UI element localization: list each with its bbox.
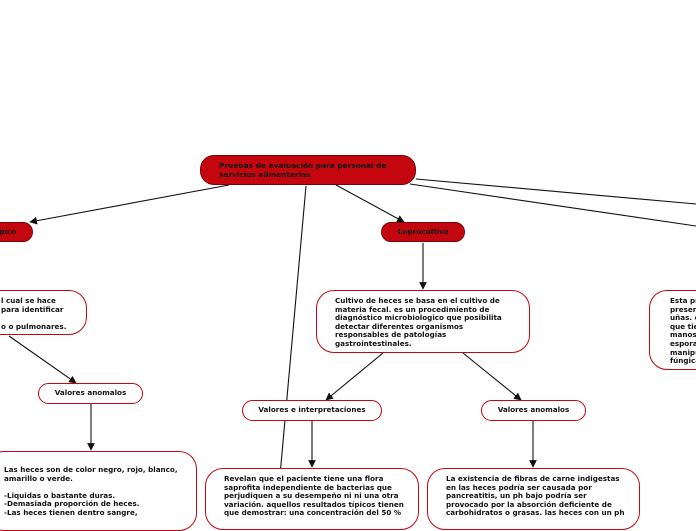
connector-root-to-bottom-long [275, 185, 307, 520]
connector-root-to-right-second [409, 183, 696, 227]
connector-root-to-coprocultivo [335, 184, 405, 223]
mid-bottom-detail-node[interactable]: Revelan que el paciente tiene una flora … [205, 468, 419, 530]
root-topic-node[interactable]: Pruebas de evaluación para personal de s… [200, 155, 416, 185]
left-branch-node[interactable]: pico [0, 222, 33, 242]
connector-desc-to-valores-anomalos [462, 352, 522, 401]
connector-root-to-right-top [415, 178, 696, 205]
right-bottom-detail-node[interactable]: La existencia de fibras de carne indiges… [427, 468, 640, 530]
left-description-node[interactable]: l cual se hace para identificar o o pulm… [0, 290, 87, 335]
valores-anomalos-left-node[interactable]: Valores anomalos [38, 383, 143, 404]
connector-layer [8, 178, 696, 520]
right-description-node[interactable]: Esta pr presenc uñas. e que tie manos es… [649, 290, 696, 370]
left-bottom-detail-node[interactable]: Las heces son de color negro, rojo, blan… [0, 451, 197, 531]
connector-desc-to-valores-interpretaciones [325, 352, 384, 401]
valores-interpretaciones-node[interactable]: Valores e interpretaciones [242, 400, 382, 421]
connector-left-desc-to-valores [8, 335, 77, 384]
coprocultivo-description-node[interactable]: Cultivo de heces se basa en el cultivo d… [316, 290, 530, 353]
valores-anomalos-mid-node[interactable]: Valores anomalos [481, 400, 586, 421]
connector-root-to-left-branch [29, 184, 230, 225]
coprocultivo-node[interactable]: Coprocultivo [381, 222, 465, 242]
